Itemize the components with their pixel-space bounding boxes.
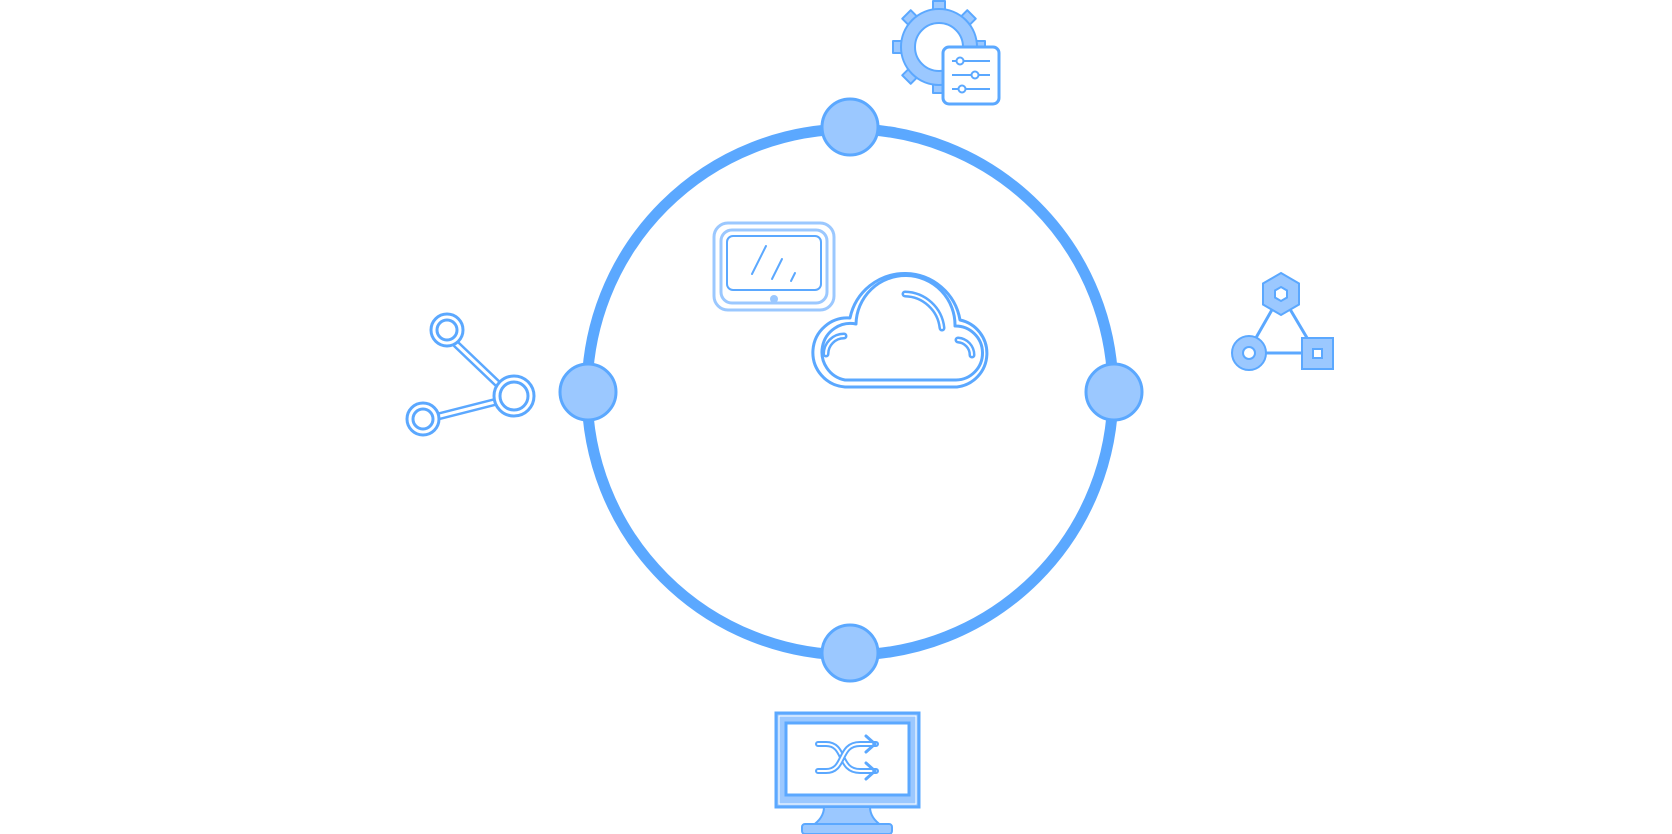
tablet-icon	[712, 221, 836, 312]
main-ring	[581, 123, 1119, 661]
node-top	[820, 97, 880, 157]
share-icon	[405, 312, 536, 437]
shape-network-icon	[1231, 271, 1334, 371]
node-left	[558, 362, 618, 422]
cloud-icon	[811, 272, 989, 389]
settings-gear-icon	[892, 0, 1001, 106]
monitor-shuffle-icon	[774, 711, 921, 834]
node-bottom	[820, 623, 880, 683]
node-right	[1084, 362, 1144, 422]
